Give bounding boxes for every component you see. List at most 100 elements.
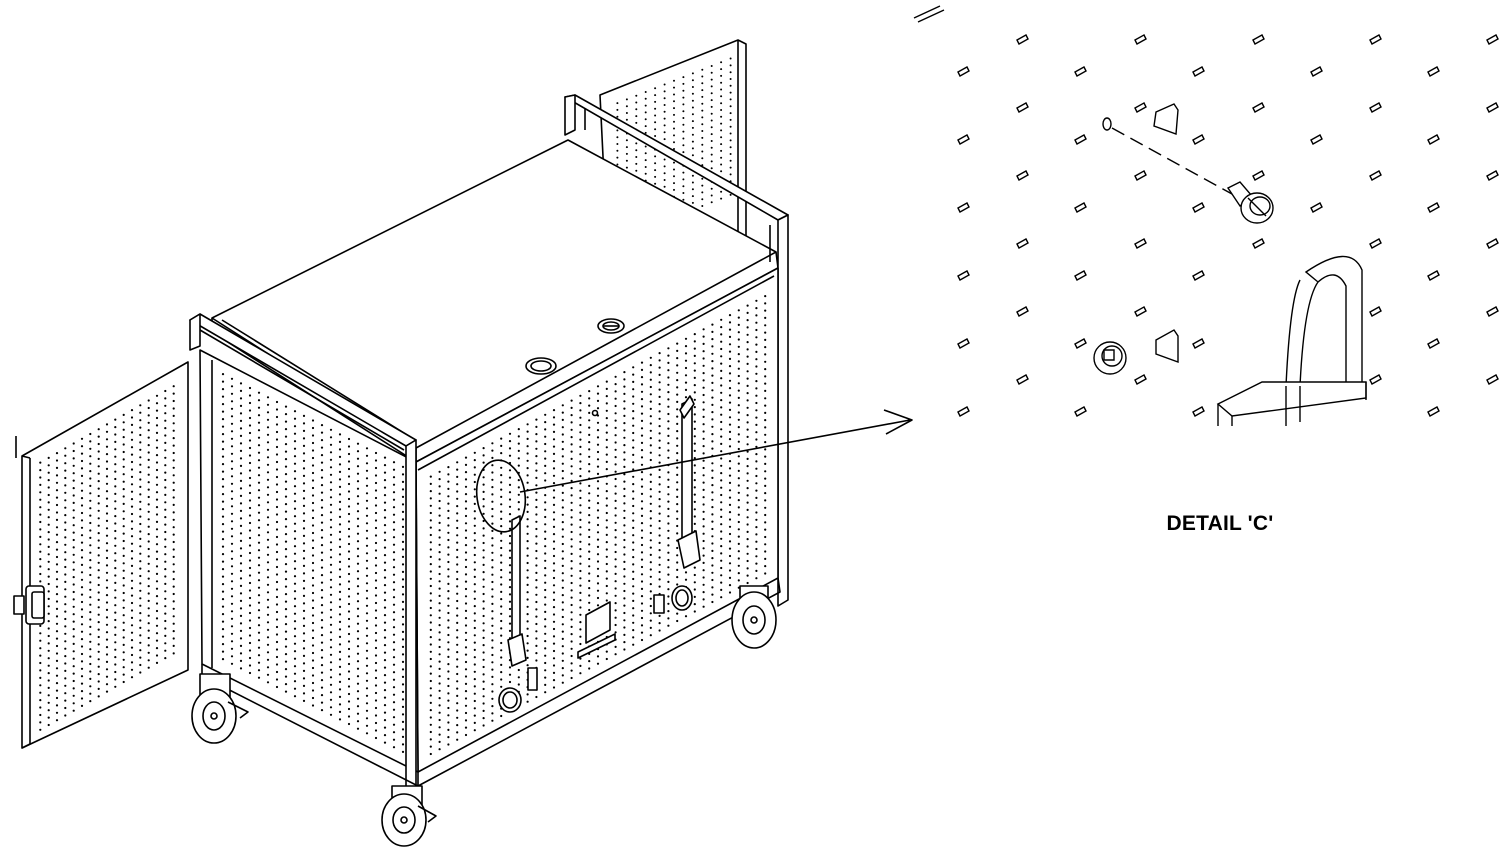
perforation-dot — [676, 495, 679, 498]
perforation-dot — [535, 549, 538, 553]
perforation-dot — [89, 648, 92, 651]
perforation-dot — [447, 582, 450, 586]
perforation-dot — [746, 377, 749, 380]
perforation-dot — [122, 465, 125, 468]
perforation-dot — [605, 548, 608, 551]
panel-slot — [1017, 239, 1028, 248]
perforation-dot — [691, 154, 694, 157]
perforation-dot — [320, 469, 324, 472]
perforation-dot — [72, 613, 75, 616]
perforation-dot — [482, 476, 485, 479]
perforation-dot — [663, 104, 666, 106]
perforation-dot — [746, 333, 749, 336]
perforation-dot — [172, 511, 175, 514]
perforation-dot — [728, 569, 732, 572]
perforation-dot — [347, 437, 351, 441]
perforation-dot — [338, 620, 342, 624]
perforation-dot — [266, 508, 270, 511]
perforation-dot — [230, 467, 234, 470]
perforation-dot — [72, 449, 75, 453]
perforation-dot — [230, 392, 234, 395]
perforation-dot — [640, 390, 644, 393]
perforation-dot — [114, 492, 117, 495]
perforation-dot — [588, 463, 591, 466]
perforation-dot — [658, 461, 661, 464]
perforation-dot — [614, 456, 617, 459]
perforation-dot — [728, 576, 732, 580]
perforation-dot — [746, 530, 749, 534]
perforation-dot — [97, 583, 100, 587]
perforation-dot — [392, 641, 396, 644]
perforation-dot — [623, 582, 626, 585]
perforation-dot — [579, 569, 582, 573]
perforation-dot — [500, 532, 503, 535]
perforation-dot — [464, 719, 468, 722]
perforation-dot — [39, 580, 42, 583]
perforation-dot — [552, 569, 556, 572]
perforation-dot — [429, 694, 432, 697]
perforation-dot — [710, 167, 713, 170]
perforation-dot — [711, 330, 714, 333]
perforation-dot — [365, 484, 369, 487]
perforation-dot — [482, 454, 485, 457]
perforation-dot — [64, 580, 67, 584]
perforation-dot — [561, 586, 564, 589]
perforation-dot — [320, 491, 324, 494]
perforation-dot — [729, 78, 732, 80]
perforation-dot — [711, 425, 714, 428]
perforation-dot — [97, 450, 100, 453]
perforation-dot — [456, 614, 459, 617]
perforation-dot — [693, 479, 696, 482]
perforation-dot — [605, 446, 608, 449]
perforation-dot — [383, 464, 387, 467]
perforation-dot — [728, 408, 732, 411]
perforation-dot — [365, 709, 369, 712]
perforation-dot — [667, 624, 670, 627]
perforation-dot — [105, 616, 109, 619]
perforation-dot — [172, 466, 175, 469]
perforation-dot — [438, 667, 441, 671]
perforation-dot — [764, 360, 767, 363]
perforation-dot — [570, 574, 573, 577]
perforation-dot — [221, 403, 225, 406]
perforation-dot — [482, 549, 485, 552]
perforation-dot — [365, 657, 369, 660]
perforation-dot — [164, 478, 167, 482]
perforation-dot — [230, 475, 234, 478]
perforation-dot — [230, 662, 234, 665]
perforation-dot — [284, 428, 288, 431]
perforation-dot — [464, 690, 468, 693]
perforation-dot — [164, 493, 167, 496]
perforation-dot — [605, 468, 608, 471]
perforation-dot — [552, 584, 556, 587]
perforation-dot — [329, 578, 333, 581]
perforation-dot — [311, 681, 315, 685]
perforation-dot — [130, 624, 134, 627]
perforation-dot — [329, 503, 333, 506]
perforation-dot — [447, 728, 450, 732]
perforation-dot — [456, 461, 459, 464]
perforation-dot — [605, 387, 608, 390]
perforation-dot — [746, 355, 749, 358]
perforation-dot — [114, 485, 117, 488]
perforation-dot — [447, 568, 450, 571]
perforation-dot — [640, 536, 644, 539]
perforation-dot — [347, 475, 351, 478]
perforation-dot — [702, 518, 705, 521]
perforation-dot — [172, 607, 175, 610]
perforation-dot — [320, 589, 324, 592]
perforation-dot — [302, 572, 306, 575]
perforation-dot — [535, 506, 538, 509]
perforation-dot — [401, 593, 405, 596]
perforation-dot — [720, 515, 723, 519]
perforation-dot — [266, 576, 270, 579]
perforation-dot — [155, 543, 159, 546]
perforation-dot — [239, 554, 243, 558]
perforation-dot — [221, 478, 225, 481]
perforation-dot — [500, 539, 503, 542]
perforation-dot — [702, 342, 705, 345]
panel-slot — [1253, 239, 1264, 248]
perforation-dot — [55, 511, 59, 514]
perforation-dot — [64, 514, 67, 517]
perforation-dot — [139, 597, 142, 600]
